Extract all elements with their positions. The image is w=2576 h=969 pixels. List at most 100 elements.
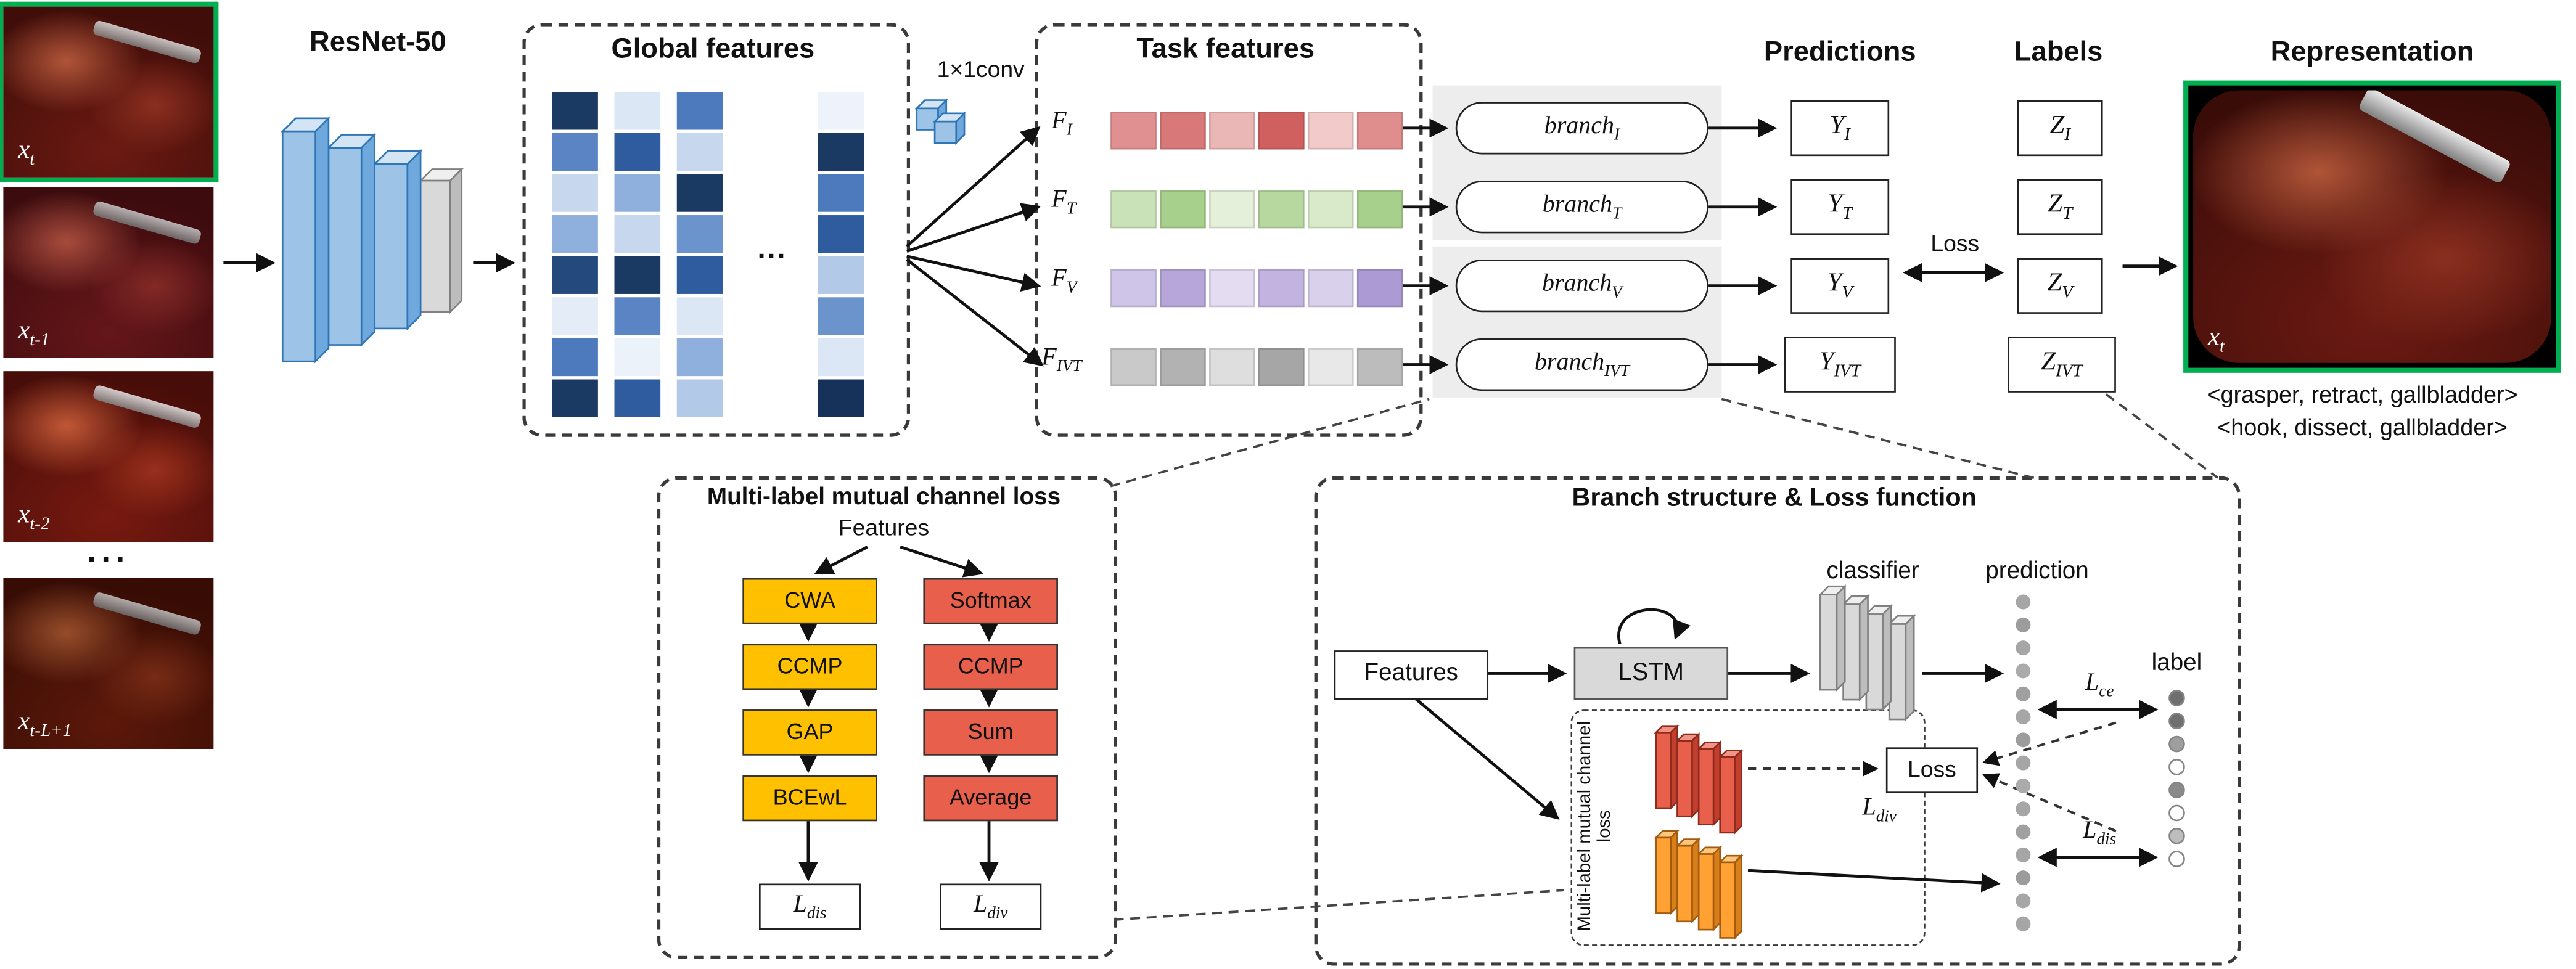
feature-cell bbox=[1258, 112, 1305, 150]
feature-cell bbox=[552, 133, 598, 171]
ldiv-label: Ldiv bbox=[1862, 795, 1897, 827]
triplet-captions: <grasper, retract, gallbladder> <hook, d… bbox=[2146, 379, 2576, 445]
feature-cell bbox=[614, 215, 661, 253]
feature-cell bbox=[818, 256, 864, 294]
branch-structure-title: Branch structure & Loss function bbox=[1572, 485, 1977, 513]
resnet-title: ResNet-50 bbox=[310, 26, 446, 58]
mcloss-sum: Sum bbox=[923, 709, 1058, 756]
dot bbox=[2016, 824, 2031, 840]
dot bbox=[2016, 893, 2031, 909]
mcloss-ldis: Ldis bbox=[758, 883, 861, 930]
branch-t: branchT bbox=[1455, 181, 1709, 234]
input-frame-current: xt bbox=[0, 1, 219, 182]
classifier-label: classifier bbox=[1826, 558, 1919, 585]
prediction-yi: YI bbox=[1790, 100, 1890, 157]
dot bbox=[2168, 851, 2185, 867]
feature-cell bbox=[552, 338, 598, 377]
mcloss-ccmp-left: CCMP bbox=[742, 644, 877, 690]
dot bbox=[2016, 916, 2031, 931]
loss-link-label: Loss bbox=[1930, 230, 1980, 256]
feature-cell bbox=[1258, 348, 1305, 386]
feature-cell bbox=[676, 338, 723, 377]
dot bbox=[2168, 782, 2185, 798]
label-zt: ZT bbox=[2017, 179, 2103, 235]
caption-line: <grasper, retract, gallbladder> bbox=[2207, 382, 2518, 409]
frame-label: xt-2 bbox=[18, 501, 50, 534]
feature-cell bbox=[1356, 348, 1403, 386]
feature-cell bbox=[676, 256, 723, 294]
branch-ivt: branchIVT bbox=[1455, 338, 1709, 391]
feature-cell bbox=[676, 92, 723, 130]
label-label: label bbox=[2151, 650, 2202, 677]
resnet-plate-2 bbox=[326, 133, 377, 347]
resnet-plate-4 bbox=[418, 167, 464, 314]
dot bbox=[2016, 732, 2031, 748]
bd-mcloss-side-label: Multi-label mutual channel loss bbox=[1575, 721, 1615, 931]
feature-cell bbox=[1160, 190, 1206, 229]
prediction-yivt: YIVT bbox=[1784, 337, 1896, 393]
endoscope-view bbox=[2193, 90, 2551, 363]
feature-cell bbox=[614, 297, 661, 335]
feature-cell bbox=[1307, 190, 1354, 229]
bd-loss-box: Loss bbox=[1885, 747, 1979, 793]
frame-ellipsis: ··· bbox=[87, 542, 130, 578]
task-feature-label-t: FT bbox=[1051, 187, 1076, 219]
feature-cell bbox=[552, 379, 598, 417]
feature-cell bbox=[1307, 269, 1354, 308]
caption-line: <hook, dissect, gallbladder> bbox=[2217, 415, 2508, 442]
feature-cell bbox=[552, 92, 598, 130]
dot bbox=[2168, 735, 2185, 753]
feature-cell bbox=[1110, 269, 1157, 308]
feature-cell bbox=[552, 215, 598, 253]
feature-cell bbox=[1356, 190, 1403, 229]
feature-cell bbox=[1110, 348, 1157, 386]
feature-cell bbox=[1160, 348, 1206, 386]
column-ellipsis: ··· bbox=[757, 240, 787, 273]
feature-cell bbox=[1209, 112, 1255, 150]
feature-cell bbox=[818, 297, 864, 335]
conv-cube-back bbox=[914, 98, 948, 132]
lstm-box: LSTM bbox=[1573, 647, 1729, 700]
input-frame-tL1: xt-L+1 bbox=[3, 578, 214, 750]
dot bbox=[2016, 778, 2031, 793]
feature-cell bbox=[614, 133, 661, 171]
feature-cell bbox=[676, 174, 723, 212]
feature-map-column bbox=[818, 92, 864, 417]
label-zv: ZV bbox=[2017, 258, 2103, 314]
dot bbox=[2168, 713, 2185, 730]
feature-cell bbox=[818, 174, 864, 212]
feature-cell bbox=[1307, 348, 1354, 386]
mcloss-bcewl: BCEwL bbox=[742, 775, 877, 822]
branch-v: branchV bbox=[1455, 259, 1709, 313]
dot bbox=[2168, 827, 2185, 844]
surgical-image bbox=[3, 578, 214, 750]
resnet-plate-3 bbox=[372, 149, 423, 331]
mcloss-ldiv: Ldiv bbox=[940, 883, 1042, 930]
feature-cell bbox=[1258, 190, 1305, 229]
dot bbox=[2016, 709, 2031, 725]
feature-cell bbox=[1356, 269, 1403, 308]
input-frame-t2: xt-2 bbox=[3, 371, 214, 542]
feature-cell bbox=[818, 215, 864, 253]
feature-map-column bbox=[676, 92, 723, 417]
label-dots bbox=[2168, 690, 2185, 867]
task-feature-cells-ivt bbox=[1110, 348, 1403, 386]
feature-cell bbox=[818, 133, 864, 171]
prediction-yt: YT bbox=[1790, 179, 1890, 235]
label-zi: ZI bbox=[2017, 100, 2103, 157]
arrow-fan-i bbox=[906, 126, 1041, 248]
feature-cell bbox=[1110, 112, 1157, 150]
feature-cell bbox=[1110, 190, 1157, 229]
lce-label: Lce bbox=[2085, 670, 2114, 701]
task-feature-cells-v bbox=[1110, 269, 1403, 308]
feature-map-column bbox=[552, 92, 598, 417]
feature-cell bbox=[818, 338, 864, 377]
feature-cell bbox=[614, 174, 661, 212]
arrow-fan-ivt bbox=[906, 258, 1044, 367]
dot bbox=[2016, 617, 2031, 632]
mcloss-features-label: Features bbox=[838, 513, 930, 541]
feature-cell bbox=[1307, 112, 1354, 150]
dot bbox=[2016, 870, 2031, 886]
feature-cell bbox=[1356, 112, 1403, 150]
